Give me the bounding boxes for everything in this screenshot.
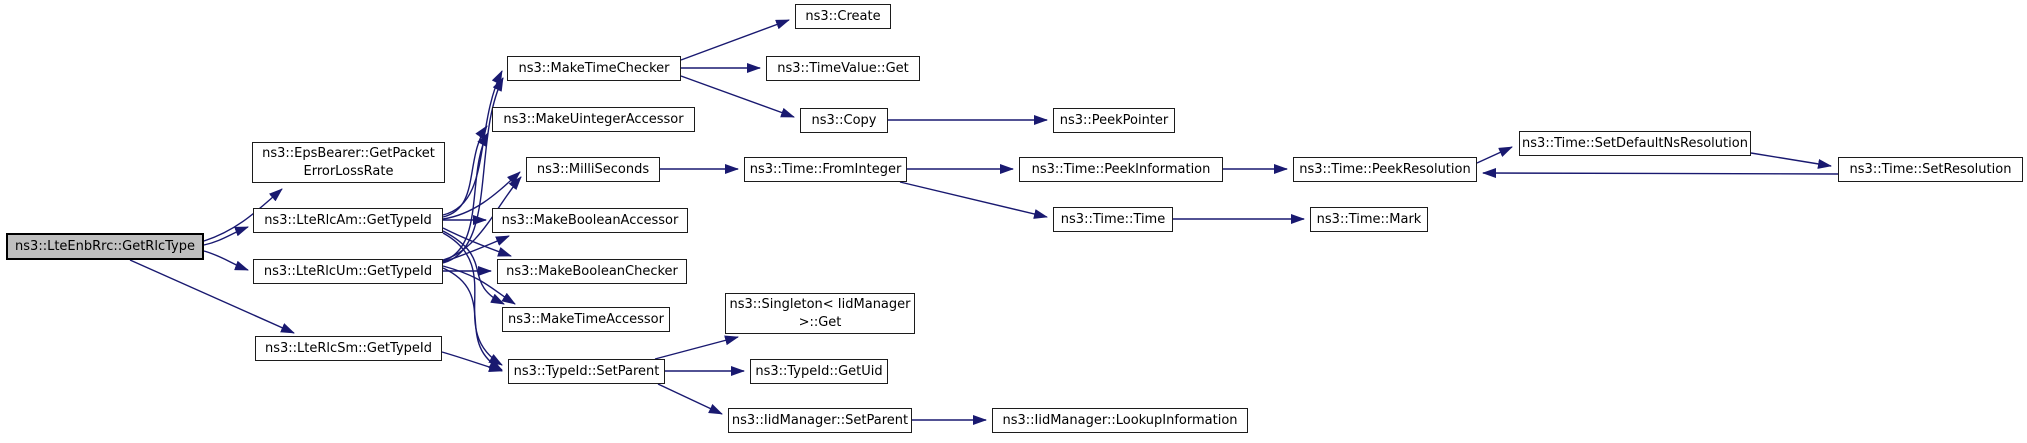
node-type-id-get-uid[interactable]: ns3::TypeId::GetUid bbox=[750, 359, 888, 384]
edge-main-to-um bbox=[203, 250, 249, 271]
edge-am-to-tsp bbox=[442, 232, 503, 366]
node-peek-pointer[interactable]: ns3::PeekPointer bbox=[1053, 108, 1175, 133]
node-copy[interactable]: ns3::Copy bbox=[800, 108, 888, 133]
edge-um-to-mta bbox=[442, 265, 516, 305]
node-create[interactable]: ns3::Create bbox=[795, 4, 891, 29]
node-time-peek-resolution[interactable]: ns3::Time::PeekResolution bbox=[1293, 157, 1477, 182]
node-make-boolean-checker[interactable]: ns3::MakeBooleanChecker bbox=[497, 259, 687, 284]
node-eps-bearer-get-packet-error-loss-rate[interactable]: ns3::EpsBearer::GetPacket ErrorLossRate bbox=[252, 142, 445, 183]
edge-setres-to-peekres bbox=[1482, 168, 1839, 179]
edge-setdefres-to-setres bbox=[1750, 152, 1832, 169]
edge-fromint-to-time bbox=[899, 181, 1048, 219]
edge-am-to-mtc bbox=[442, 70, 503, 216]
edge-sm-to-tsp bbox=[441, 351, 503, 373]
node-make-time-accessor[interactable]: ns3::MakeTimeAccessor bbox=[502, 307, 670, 332]
node-time-set-resolution[interactable]: ns3::Time::SetResolution bbox=[1838, 157, 2023, 182]
edge-mtc-to-create bbox=[680, 19, 790, 61]
node-lte-rlc-sm-get-type-id[interactable]: ns3::LteRlcSm::GetTypeId bbox=[255, 336, 442, 361]
node-time-time[interactable]: ns3::Time::Time bbox=[1053, 207, 1173, 232]
node-lte-rlc-am-get-type-id[interactable]: ns3::LteRlcAm::GetTypeId bbox=[253, 208, 443, 233]
edge-main-to-sm bbox=[129, 259, 295, 334]
node-make-boolean-accessor[interactable]: ns3::MakeBooleanAccessor bbox=[492, 208, 688, 233]
edge-main-to-eps bbox=[203, 188, 283, 242]
node-time-peek-information[interactable]: ns3::Time::PeekInformation bbox=[1019, 157, 1223, 182]
edge-peekres-to-setdefres bbox=[1476, 146, 1513, 164]
node-milli-seconds[interactable]: ns3::MilliSeconds bbox=[526, 157, 660, 182]
node-iid-manager-set-parent[interactable]: ns3::IidManager::SetParent bbox=[728, 408, 912, 433]
edge-mtc-to-copy bbox=[680, 75, 795, 118]
node-make-uinteger-accessor[interactable]: ns3::MakeUintegerAccessor bbox=[492, 107, 695, 132]
edge-um-to-mtc bbox=[442, 77, 504, 264]
node-time-value-get[interactable]: ns3::TimeValue::Get bbox=[766, 56, 920, 81]
node-time-mark[interactable]: ns3::Time::Mark bbox=[1310, 207, 1428, 232]
edge-am-to-mbc bbox=[442, 227, 512, 257]
edge-um-to-mba bbox=[442, 235, 510, 263]
node-type-id-set-parent[interactable]: ns3::TypeId::SetParent bbox=[508, 359, 665, 384]
node-singleton-iid-manager-get[interactable]: ns3::Singleton< IidManager >::Get bbox=[725, 293, 915, 334]
node-iid-manager-lookup-information[interactable]: ns3::IidManager::LookupInformation bbox=[992, 408, 1248, 433]
edge-tsp-to-iidsp bbox=[657, 383, 723, 415]
node-lte-rlc-um-get-type-id[interactable]: ns3::LteRlcUm::GetTypeId bbox=[253, 259, 443, 284]
edge-um-to-mua bbox=[442, 132, 489, 262]
edge-am-to-mta bbox=[442, 230, 505, 305]
edge-um-to-tsp bbox=[442, 267, 503, 371]
edge-main-to-am bbox=[203, 226, 249, 246]
edge-um-to-ms bbox=[442, 176, 522, 261]
node-lte-enb-rrc-get-rlc-type: ns3::LteEnbRrc::GetRlcType bbox=[6, 233, 204, 260]
node-make-time-checker[interactable]: ns3::MakeTimeChecker bbox=[507, 56, 681, 81]
node-time-from-integer[interactable]: ns3::Time::FromInteger bbox=[744, 157, 907, 182]
node-time-set-default-ns-resolution[interactable]: ns3::Time::SetDefaultNsResolution bbox=[1519, 131, 1751, 156]
edge-tsp-to-singleton bbox=[654, 335, 739, 360]
